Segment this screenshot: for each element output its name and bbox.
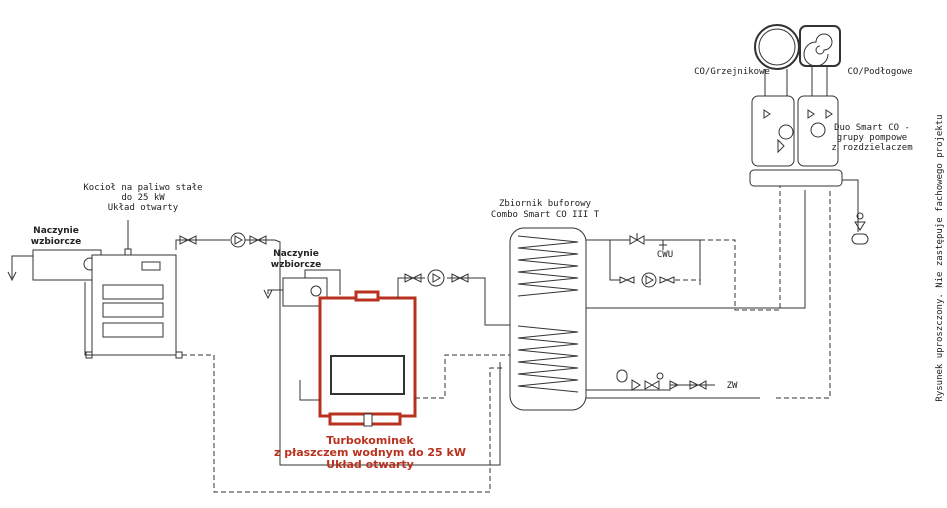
fireplace-pump-icon: [427, 269, 445, 287]
zw-label: ZW: [727, 381, 738, 391]
boiler-label-1: Kocioł na paliwo stałe: [83, 183, 202, 193]
circulation-valve: [619, 276, 635, 284]
cwu-label: CWU: [657, 250, 673, 260]
floor-circuit-label: CO/Podłogowe: [847, 67, 912, 77]
fireplace-insert: [318, 290, 417, 427]
boiler-supply-valve: [179, 235, 197, 245]
boiler-return-valve: [249, 235, 267, 245]
expansion-vessel-left-label-2: wzbiorcze: [31, 237, 81, 247]
fireplace-label-2: z płaszczem wodnym do 25 kW: [274, 446, 466, 459]
boiler-pump-icon: [230, 232, 246, 248]
fireplace-valve-1: [404, 273, 422, 283]
radiator-circuit-icon: [754, 24, 800, 70]
buffer-tank-label-1: Zbiornik buforowy: [499, 199, 592, 209]
expansion-vessel-mid-label-2: wzbiorcze: [271, 260, 321, 270]
pump-group-label-3: z rozdzielaczem: [831, 143, 912, 153]
boiler-label-2: do 25 kW: [121, 193, 165, 203]
solid-fuel-boiler: [85, 248, 183, 359]
zw-gauge-icon: [656, 372, 664, 380]
radiator-circuit-label: CO/Grzejnikowe: [694, 67, 770, 77]
buffer-tank-label-2: Combo Smart CO III T: [491, 210, 600, 220]
circulation-valve-2: [659, 276, 675, 284]
pump-group-station: [749, 95, 843, 187]
expansion-vessel-mid-label-1: Naczynie: [273, 249, 319, 259]
circulation-pump-icon: [641, 272, 657, 288]
fireplace-label-3: Układ otwarty: [326, 458, 414, 471]
boiler-label-3: Układ otwarty: [108, 203, 179, 213]
pump-group-safety-valve: [851, 212, 869, 245]
buffer-tank: [509, 227, 587, 411]
fireplace-label-1: Turbokominek: [326, 434, 414, 447]
zw-check-valve: [669, 380, 707, 390]
cwu-valve: [629, 233, 645, 245]
floor-heating-icon: [799, 25, 841, 67]
zw-safety-valve: [616, 369, 641, 391]
expansion-vessel-left-label-1: Naczynie: [33, 226, 79, 236]
disclaimer: Rysunek uproszczony. Nie zastępuje facho…: [935, 114, 945, 401]
fireplace-valve-2: [451, 273, 469, 283]
pump-group-label-1: Duo Smart CO -: [834, 123, 910, 133]
expansion-vessel-left: [7, 249, 102, 282]
zw-valve: [644, 380, 660, 390]
pump-group-label-2: grupy pompowe: [837, 133, 907, 143]
